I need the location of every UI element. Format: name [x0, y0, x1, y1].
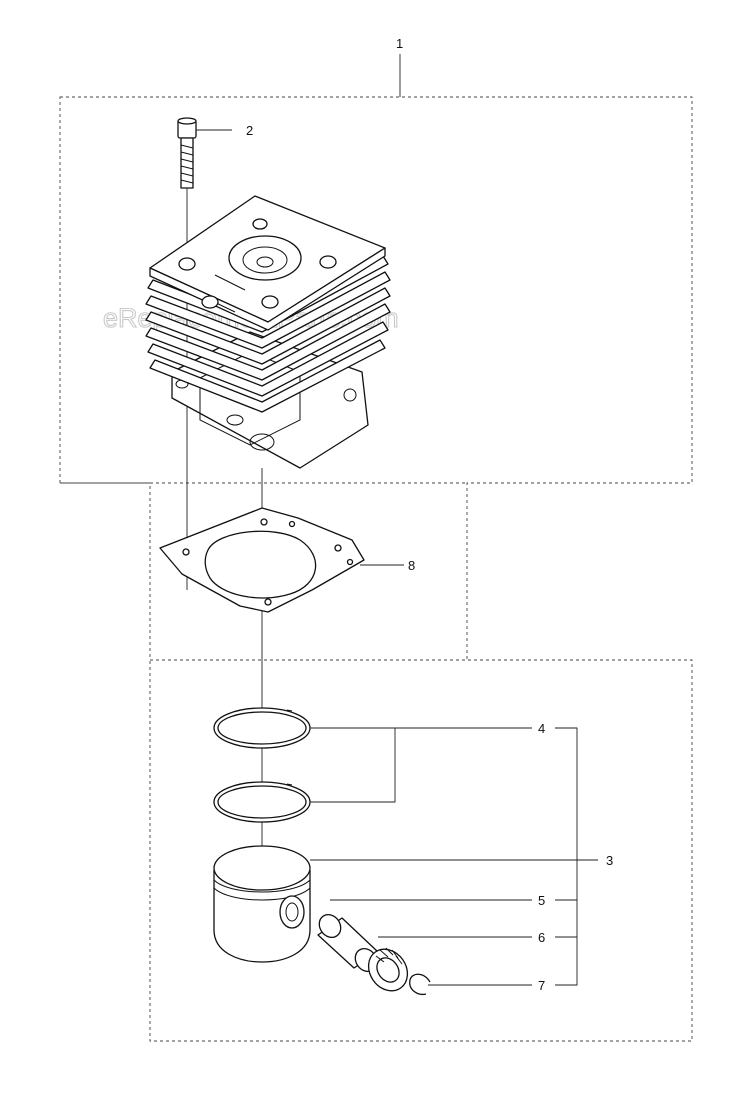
callout-3[interactable]: 3 — [606, 853, 613, 868]
piston-group-box — [149, 659, 693, 1042]
callout-5[interactable]: 5 — [538, 893, 545, 908]
piston-ring-2-icon[interactable] — [213, 781, 311, 823]
callout-1[interactable]: 1 — [396, 36, 403, 51]
callout-2[interactable]: 2 — [246, 123, 253, 138]
piston-ring-icon[interactable] — [213, 707, 311, 749]
callout-6[interactable]: 6 — [538, 930, 545, 945]
bracket-3 — [555, 727, 578, 986]
needle-bearing-icon[interactable] — [361, 942, 416, 999]
leader-4 — [310, 727, 532, 803]
callout-4[interactable]: 4 — [538, 721, 545, 736]
piston-icon[interactable] — [213, 845, 311, 963]
cylinder-group-box — [59, 96, 693, 661]
cylinder-assembly-icon[interactable] — [145, 195, 391, 469]
cylinder-gasket-icon[interactable] — [159, 507, 365, 613]
cap-screw-icon[interactable] — [177, 117, 197, 189]
callout-8[interactable]: 8 — [408, 558, 415, 573]
circlip-icon[interactable] — [409, 973, 431, 996]
callout-7[interactable]: 7 — [538, 978, 545, 993]
piston-pin-icon[interactable] — [315, 910, 381, 975]
